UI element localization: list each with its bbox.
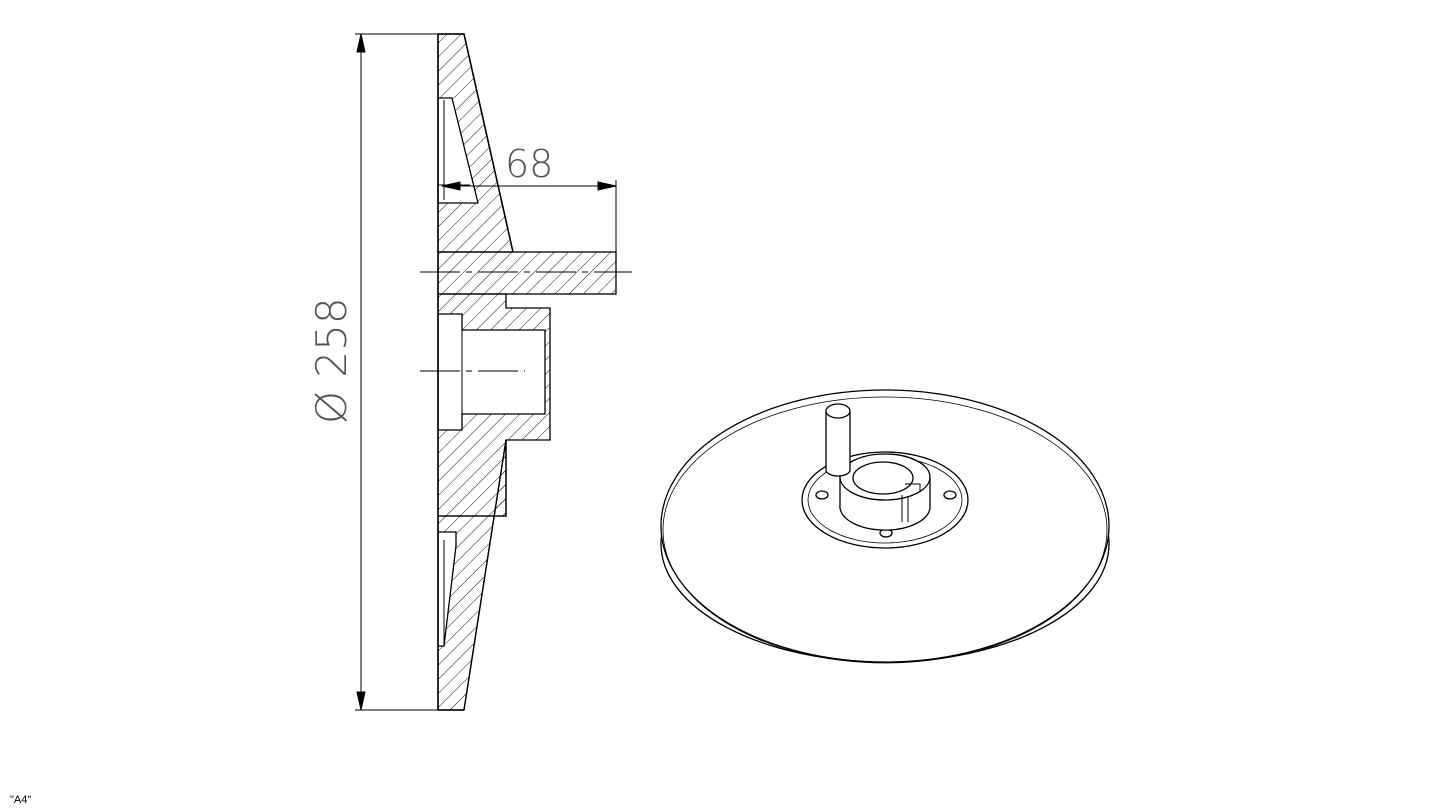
bolt-hole — [943, 490, 957, 500]
diameter-dimension — [355, 33, 438, 711]
hub-bore-top — [852, 461, 914, 495]
pin-top — [825, 403, 851, 419]
sheet-format-label: "A4" — [10, 794, 32, 806]
pin — [825, 411, 851, 477]
pin-section — [437, 251, 617, 295]
length-dimension — [441, 180, 617, 294]
length-label: 68 — [505, 142, 553, 186]
isometric-view — [660, 389, 1110, 664]
bolt-hole — [815, 490, 829, 500]
section-view — [420, 33, 632, 711]
diameter-label: Ø 258 — [307, 297, 356, 424]
hub-bore — [437, 313, 546, 431]
